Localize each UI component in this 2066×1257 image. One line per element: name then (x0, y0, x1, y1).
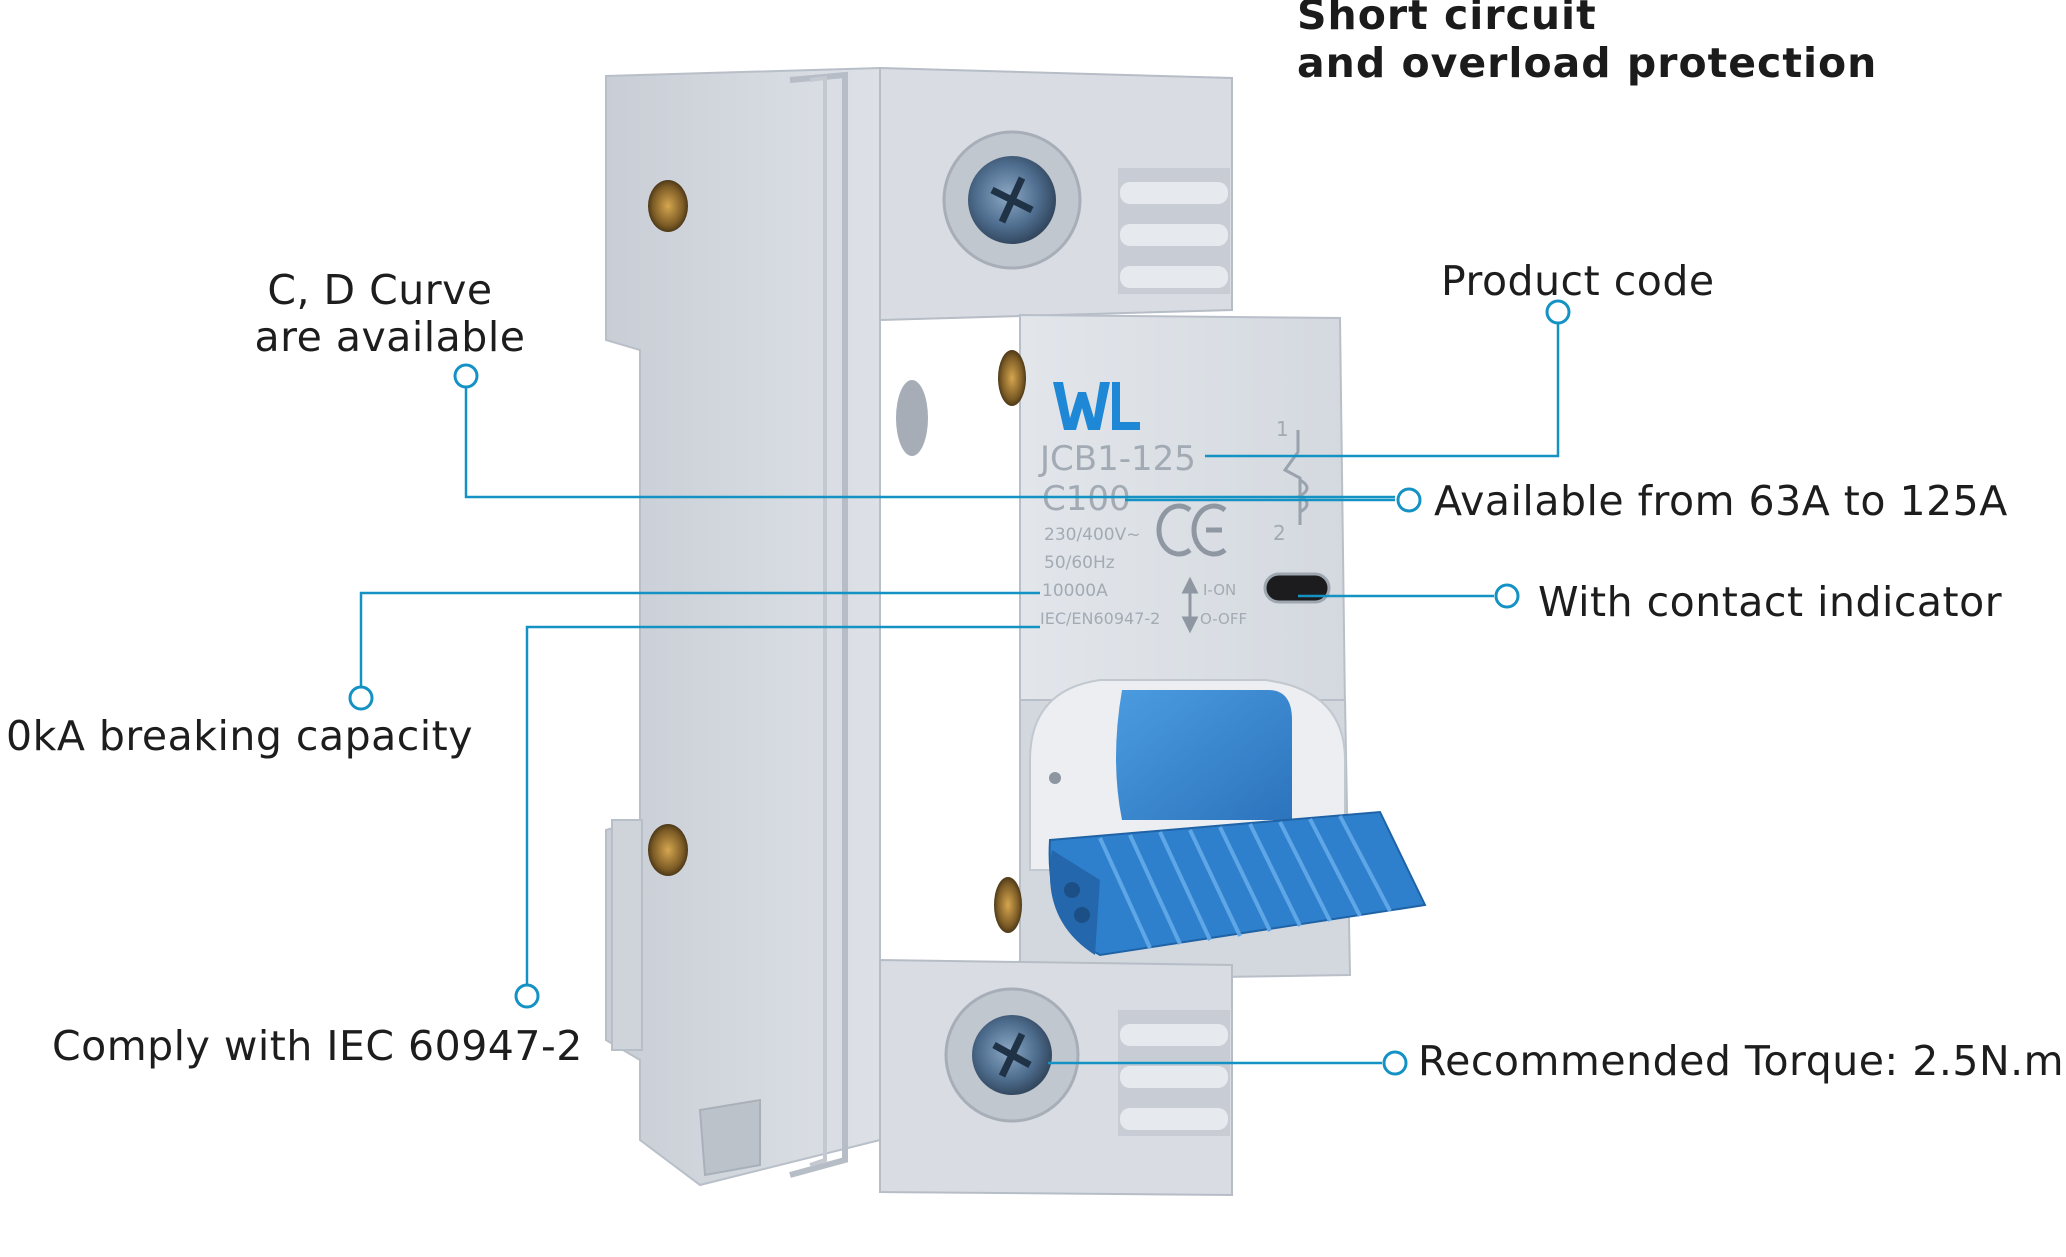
callout-torque: Recommended Torque: 2.5N.m (1418, 1037, 2065, 1085)
front-hole-lower (994, 877, 1022, 933)
device-off-label: O-OFF (1200, 610, 1247, 628)
dot-product-code (1545, 299, 1571, 325)
device-terminal-top: 1 (1276, 417, 1289, 441)
device-voltage: 230/400V~ (1044, 525, 1141, 545)
dot-current-range (1396, 487, 1422, 513)
side-hole-lower (648, 824, 688, 876)
callout-curve-line-1: C, D Curve (267, 266, 493, 314)
dot-contact-indicator (1494, 583, 1520, 609)
leader-iec (525, 625, 1040, 986)
device-rating: C100 (1042, 479, 1131, 519)
leader-curve (464, 376, 1395, 499)
leader-breaking-capacity (359, 591, 1040, 686)
device-breaking: 10000A (1042, 581, 1108, 601)
dot-breaking-capacity (348, 685, 374, 711)
callout-contact-indicator: With contact indicator (1538, 578, 2003, 626)
callout-product-code: Product code (1441, 257, 1715, 305)
device-on-label: I-ON (1203, 581, 1236, 599)
side-hole-middle (896, 380, 928, 456)
device-frequency: 50/60Hz (1044, 553, 1115, 573)
side-hole-upper (648, 180, 688, 232)
brand-logo (1053, 382, 1140, 430)
callout-curve-line-2: are available (254, 313, 526, 361)
toggle-lever (1048, 690, 1427, 957)
on-off-arrows (1181, 576, 1199, 634)
callout-lines (359, 312, 1560, 1065)
contact-indicator-window (1263, 572, 1331, 604)
device-standard: IEC/EN60947-2 (1040, 609, 1160, 628)
dot-curve (453, 363, 479, 389)
dot-iec (514, 983, 540, 1009)
front-hole-upper (998, 350, 1026, 406)
device-terminal-bottom: 2 (1273, 521, 1286, 545)
callout-current-range: Available from 63A to 125A (1434, 477, 2008, 525)
ce-mark (1156, 503, 1227, 557)
device-model: JCB1-125 (1038, 439, 1196, 479)
callout-iec: Comply with IEC 60947-2 (52, 1022, 583, 1070)
callout-breaking-capacity: 0kA breaking capacity (6, 712, 474, 760)
leader-product-code (1205, 312, 1560, 458)
callout-dots (348, 299, 1571, 1076)
heading-line-2: and overload protection (1297, 39, 1878, 87)
heading-line-1: Short circuit (1297, 0, 1597, 39)
dot-torque (1382, 1050, 1408, 1076)
